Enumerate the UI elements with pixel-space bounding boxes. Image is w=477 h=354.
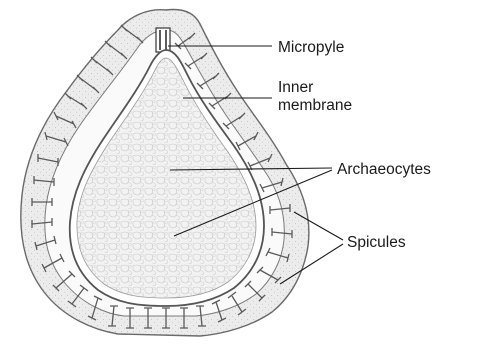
spicules-label: Spicules — [347, 234, 406, 251]
archaeocytes-label: Archaeocytes — [337, 161, 431, 178]
inner-membrane-label-line1: Inner — [278, 79, 313, 96]
inner-membrane-label-line2: membrane — [278, 97, 352, 114]
micropyle-label: Micropyle — [278, 39, 344, 56]
micropyle — [156, 28, 170, 52]
